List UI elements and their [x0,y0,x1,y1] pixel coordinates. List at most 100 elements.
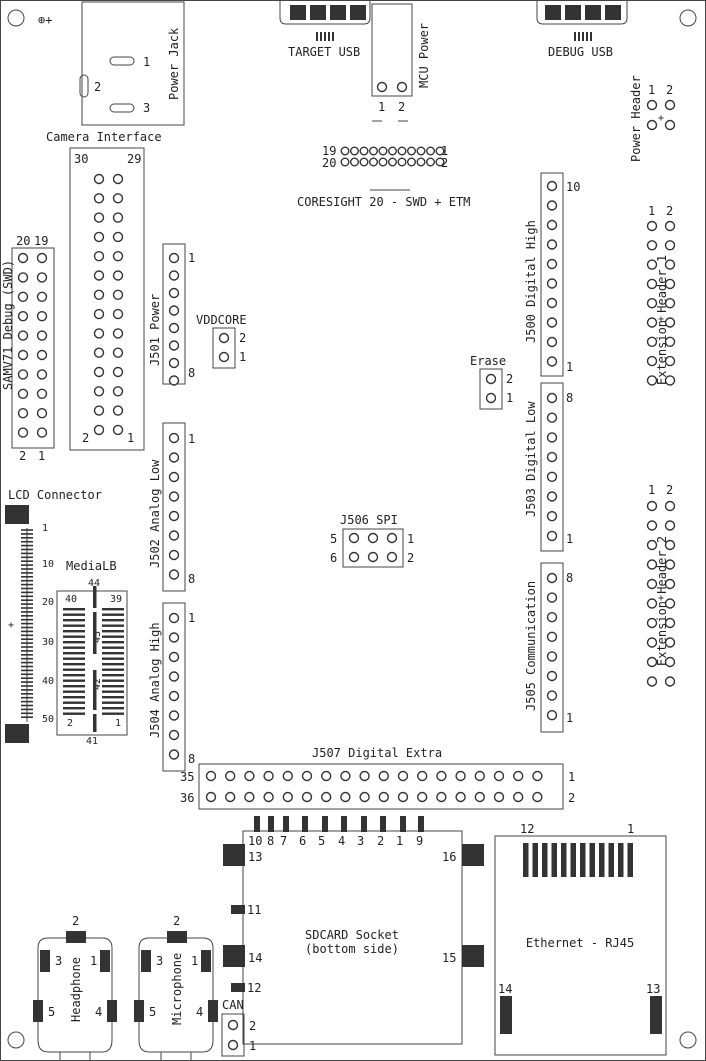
coresight-pin [359,146,369,156]
power-header-title: Power Header [629,75,643,162]
j504-title: J504 Analog High [148,622,162,738]
coresight-pin [369,146,379,156]
erase-pin-1: 1 [506,391,513,405]
medialb-pin-42: 42 [92,678,103,690]
samv71-pin [36,311,48,322]
j505-pin [546,710,558,721]
ext2-pin [664,656,676,668]
j507-pin [436,791,447,803]
camera-pin [93,212,105,223]
center-mark: + [658,314,664,325]
j507-pin [321,791,332,803]
medialb-contact [63,690,85,693]
ext1-pin [664,317,676,328]
medialb-contact [63,679,85,682]
ext2-pin [646,578,658,590]
headphone-title: Headphone [69,957,83,1022]
headphone-pin-5: 5 [48,1005,55,1019]
camera-pin [112,173,124,185]
microphone-pin-4: 4 [196,1005,203,1019]
ext2-pin [664,559,676,570]
j507-pin [205,791,217,803]
center-mark: + [658,593,664,604]
samv71-pin [17,311,29,322]
camera-pin [112,347,124,358]
j503-pin [546,412,558,423]
j502-pin-8: 8 [188,572,195,586]
ext2-pin [646,598,658,609]
ext2-pin [664,539,676,551]
mcu-power-title: MCU Power [417,23,431,88]
j507-pin [282,770,293,782]
j506-pin-5: 5 [330,532,337,546]
power-header-pin [664,119,676,131]
mounting-holes [7,9,697,1049]
camera-pin [93,328,105,339]
j506-title: J506 SPI [340,513,398,527]
j505-communication-header: 8 1 J505 Communication [524,562,573,733]
j503-pin [546,392,558,404]
samv71-pin [36,388,48,399]
j507-pin [397,791,409,803]
ethernet-title: Ethernet - RJ45 [526,936,634,950]
mcu-power-pin-1: 1 [378,100,385,114]
coresight-pin [369,157,379,167]
sdcard-title-line1: SDCARD Socket [305,928,399,942]
j506-pin [348,551,360,563]
medialb-title: MediaLB [66,559,117,573]
center-mark: + [658,113,664,124]
eth-pin-12: 12 [520,822,534,836]
headphone-jack: 2 3 1 5 4 Headphone [33,914,117,1060]
j503-pin [546,432,558,443]
j500-pin [546,239,558,250]
medialb-contact [102,657,124,660]
j504-pin [168,651,180,663]
headphone-pin-2: 2 [72,914,79,928]
ext1-pin [664,278,676,290]
camera-pin-2: 2 [82,431,89,445]
j506-pin [367,532,379,544]
j507-pin [397,770,409,782]
medialb-contact [102,696,124,699]
medialb-contact [102,712,124,715]
ext2-pin [646,676,658,687]
sd-pin-2: 2 [377,834,384,848]
medialb-contact [63,630,85,633]
j505-pin [546,612,558,623]
samv71-pin-1: 1 [38,449,45,463]
camera-pin [93,193,105,204]
microphone-pin-5: 5 [149,1005,156,1019]
j507-pin [205,770,217,782]
ext1-title: Extension Header 1 [655,255,669,385]
sd-pin-15: 15 [442,951,456,965]
samv71-pin [17,252,29,264]
lcd-tick-20: 20 [42,597,54,608]
medialb-contact [63,657,85,660]
j502-pin [168,491,180,502]
sd-top-pad [268,816,274,832]
ext2-title: Extension Header 2 [655,536,669,666]
coresight-pin [407,146,417,156]
ext2-pin [664,500,676,512]
medialb-pin-40: 40 [65,594,77,605]
camera-pin [93,289,105,300]
j506-pin [386,532,398,544]
coresight-pin [435,157,445,167]
j507-pin [263,770,274,782]
eth-pin-1: 1 [627,822,634,836]
samv71-pin [17,369,29,380]
eth-contact [542,843,548,877]
j503-pin [546,451,558,463]
samv71-debug-header: 20 19 2 1 SAMV71 Debug (SWD) [1,234,55,463]
camera-pin [93,308,105,320]
microphone-jack: 2 3 1 5 4 Microphone [134,914,218,1060]
power-header: 1 2 Power Header + [629,75,676,162]
medialb-center-contact [93,612,97,654]
coresight-pin-19: 19 [322,144,336,158]
j502-pin [168,510,180,522]
extension-header-2: 1 2 Extension Header 2 + [646,483,676,687]
samv71-title: SAMV71 Debug (SWD) [1,260,15,390]
j502-title: J502 Analog Low [148,459,162,568]
j500-title: J500 Digital High [524,220,538,343]
coresight-pin [388,146,398,156]
